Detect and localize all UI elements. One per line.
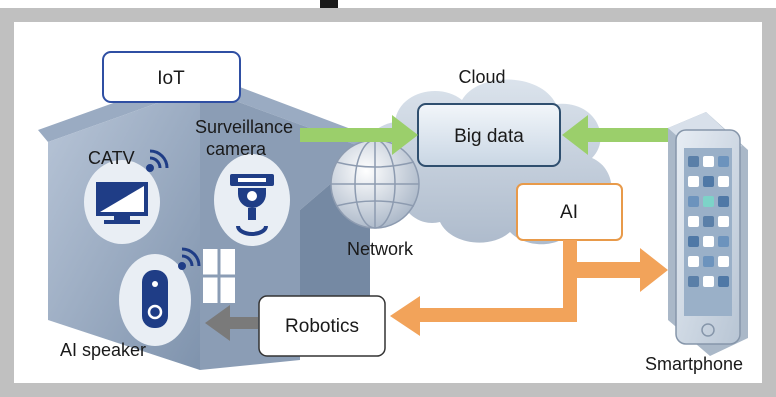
ai-label: AI [560,202,578,223]
wifi-icon [146,149,169,172]
surveillance-label-line1: Surveillance [195,117,293,137]
tv-icon [96,182,148,224]
network-globe: Network [330,139,420,259]
iot-box: IoT [102,51,241,103]
big-data-box: Big data [417,103,561,167]
wifi-icon [178,247,201,270]
robotics-label: Robotics [285,316,359,337]
catv-device: CATV [84,148,169,244]
green-arrow-camera-to-bigdata [300,115,418,155]
smartphone-device: Smartphone [645,112,748,374]
speaker-icon [142,270,168,328]
cloud-label: Cloud [458,67,505,87]
ai-speaker-label: AI speaker [60,340,146,360]
ai-speaker-device: AI speaker [60,247,201,360]
app-icons [688,156,729,287]
iot-label: IoT [157,68,185,89]
window-icon [201,247,237,305]
catv-label: CATV [88,148,135,168]
orange-arrow-ai-branches [390,240,668,336]
big-data-label: Big data [454,126,524,147]
smartphone-label: Smartphone [645,354,743,374]
network-label: Network [347,239,414,259]
ai-box: AI [516,183,623,241]
surveillance-camera: Surveillance camera [195,117,293,246]
camera-icon [230,174,274,236]
home-button-icon [701,323,715,337]
surveillance-label-line2: camera [206,139,267,159]
gray-arrow-robotics-to-house [205,305,258,341]
green-arrow-phone-to-bigdata [562,115,668,155]
robotics-box: Robotics [258,295,386,357]
